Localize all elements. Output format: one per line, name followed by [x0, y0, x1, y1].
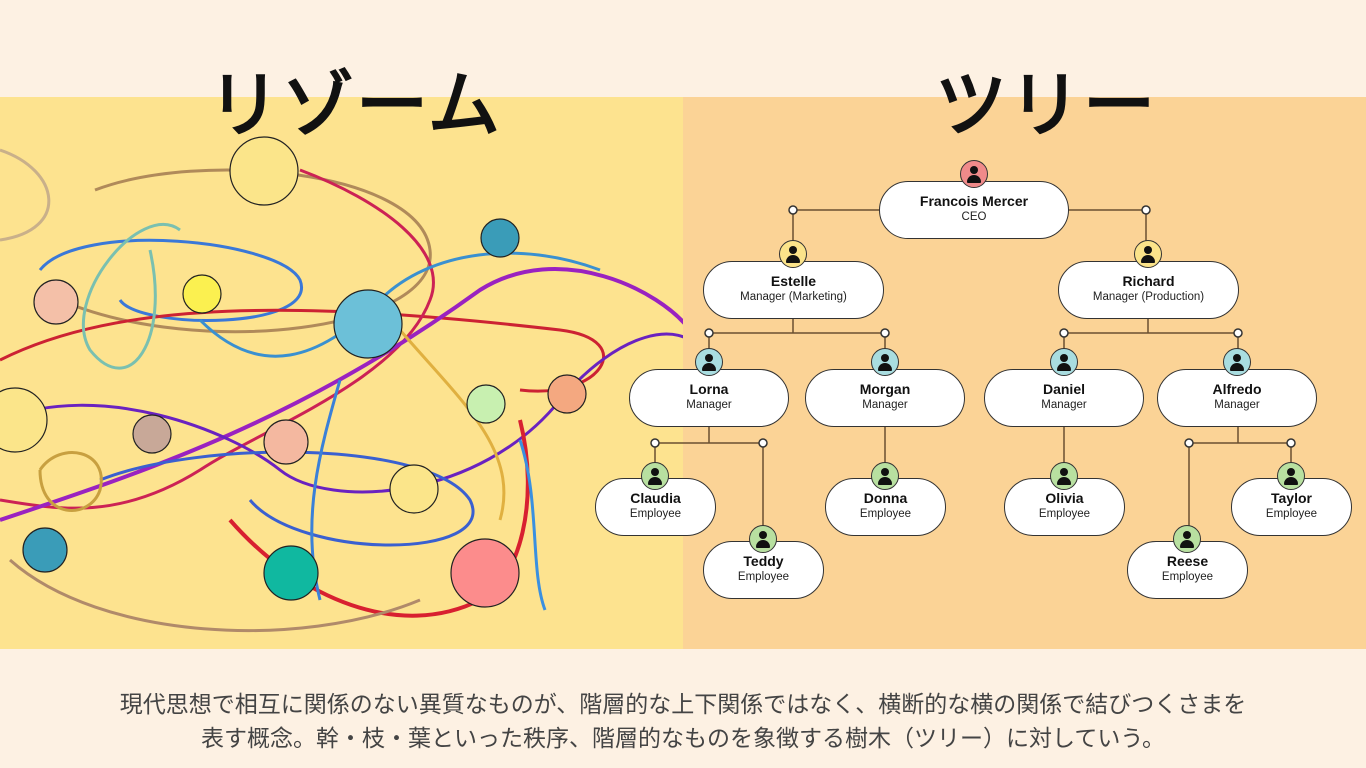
rhizome-node — [389, 464, 439, 514]
node-name: Richard — [1122, 273, 1175, 289]
rhizome-node — [466, 384, 506, 424]
rhizome-curve — [0, 308, 606, 393]
rhizome-curve — [38, 238, 304, 322]
node-name: Daniel — [1042, 381, 1085, 397]
rhizome-curve — [0, 332, 683, 494]
rhizome-panel — [0, 97, 683, 649]
node-name: Alfredo — [1212, 381, 1262, 397]
node-role: Employee — [1038, 508, 1091, 520]
rhizome-curve — [38, 451, 103, 512]
rhizome-node — [450, 538, 520, 608]
rhizome-node — [182, 274, 222, 314]
rhizome-node — [547, 374, 587, 414]
rhizome-curve — [9, 558, 421, 633]
rhizome-node — [22, 527, 68, 573]
rhizome-curve — [398, 329, 506, 521]
rhizome-node — [333, 289, 403, 359]
rhizome-curve — [0, 267, 683, 522]
person-icon — [779, 240, 807, 268]
person-icon — [1134, 240, 1162, 268]
person-icon — [871, 348, 899, 376]
person-icon — [641, 462, 669, 490]
node-role: Employee — [1265, 508, 1318, 520]
rhizome-node — [132, 414, 172, 454]
node-role: CEO — [961, 211, 987, 223]
node-role: Manager — [862, 399, 908, 411]
person-icon — [960, 160, 988, 188]
node-name: Francois Mercer — [919, 193, 1029, 209]
node-name: Taylor — [1271, 490, 1312, 506]
rhizome-node — [263, 545, 319, 601]
person-icon — [871, 462, 899, 490]
rhizome-curve — [99, 450, 475, 547]
node-role: Employee — [1161, 571, 1214, 583]
person-icon — [1050, 462, 1078, 490]
tree-title: ツリー — [935, 63, 1158, 147]
rhizome-diagram — [0, 136, 683, 633]
caption-line-2: 表す概念。幹・枝・葉といった秩序、階層的なものを象徴する樹木（ツリー）に対してい… — [201, 726, 1165, 752]
rhizome-node — [263, 419, 309, 465]
node-name: Lorna — [689, 381, 729, 397]
node-name: Estelle — [770, 273, 817, 289]
node-name: Reese — [1166, 553, 1209, 569]
node-name: Olivia — [1045, 490, 1084, 506]
node-name: Morgan — [859, 381, 911, 397]
node-name: Claudia — [630, 490, 681, 506]
node-role: Employee — [629, 508, 682, 520]
node-role: Employee — [737, 571, 790, 583]
person-icon — [749, 525, 777, 553]
node-role: Employee — [859, 508, 912, 520]
rhizome-node — [33, 279, 79, 325]
person-icon — [1223, 348, 1251, 376]
person-icon — [695, 348, 723, 376]
person-icon — [1173, 525, 1201, 553]
rhizome-node — [0, 387, 48, 453]
rhizome-curve — [0, 148, 51, 242]
rhizome-curve — [0, 168, 435, 510]
rhizome-node — [480, 218, 520, 258]
node-role: Manager — [1041, 399, 1087, 411]
caption: 現代思想で相互に関係のない異質なものが、階層的な上下関係ではなく、横断的な横の関… — [0, 688, 1366, 756]
node-role: Manager — [686, 399, 732, 411]
person-icon — [1277, 462, 1305, 490]
node-name: Teddy — [743, 553, 784, 569]
rhizome-curve — [59, 168, 432, 334]
caption-line-1: 現代思想で相互に関係のない異質なものが、階層的な上下関係ではなく、横断的な横の関… — [119, 692, 1247, 718]
rhizome-node — [229, 136, 299, 206]
node-name: Donna — [863, 490, 908, 506]
node-role: Manager (Production) — [1092, 291, 1205, 303]
rhizome-curve — [82, 223, 181, 370]
node-role: Manager (Marketing) — [740, 291, 847, 303]
rhizome-title: リゾーム — [208, 63, 502, 147]
rhizome-curve — [518, 439, 547, 611]
node-role: Manager — [1214, 399, 1260, 411]
person-icon — [1050, 348, 1078, 376]
